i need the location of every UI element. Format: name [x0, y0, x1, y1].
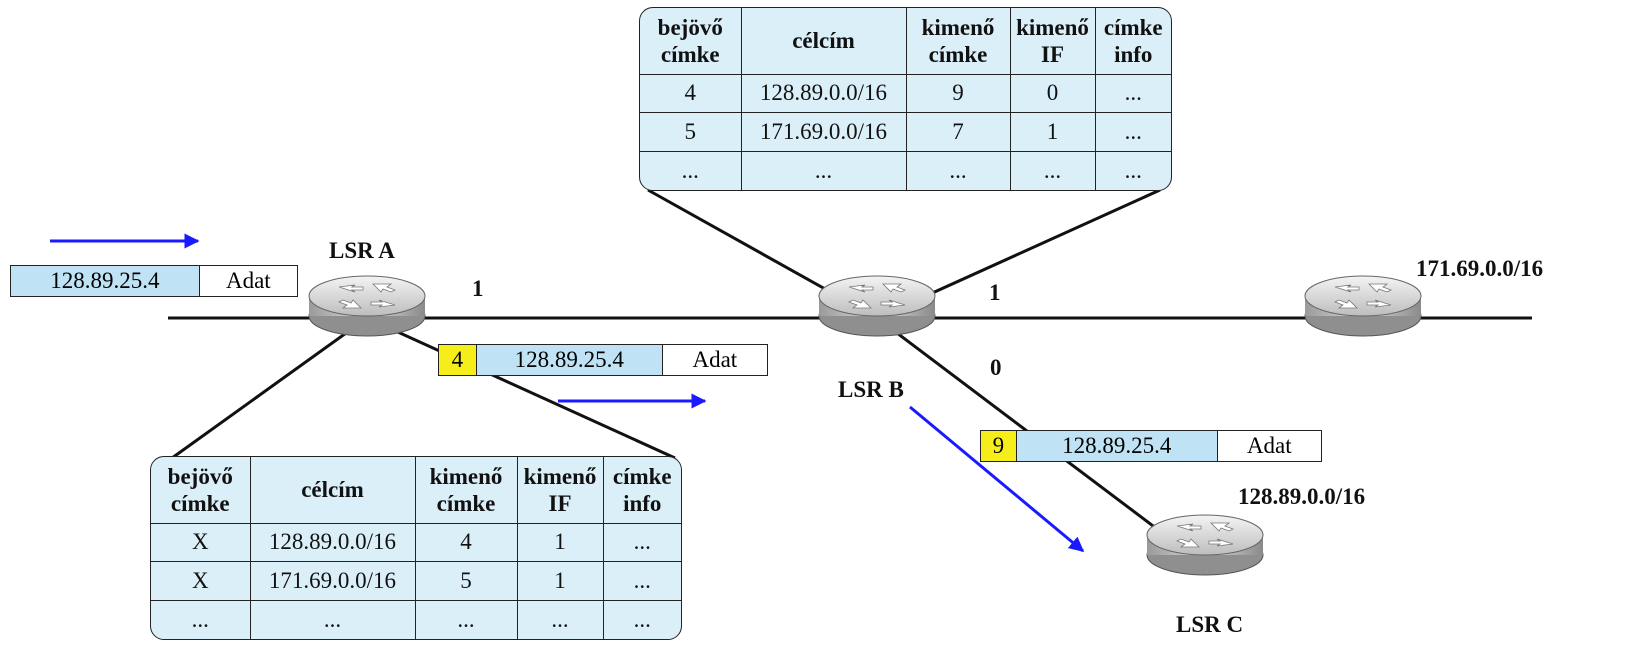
- table-cell: ...: [1009, 151, 1096, 190]
- table-row: ... ... ... ... ...: [640, 151, 1171, 190]
- a-table-callout-left: [171, 316, 368, 460]
- table-cell: ...: [602, 561, 681, 602]
- table-row: X 171.69.0.0/16 5 1 ...: [151, 561, 681, 602]
- packet-address: 128.89.25.4: [1016, 431, 1218, 461]
- lsr-b-down-interface-label: 0: [990, 355, 1002, 380]
- b-to-c-arrow: [909, 405, 1085, 553]
- lsr-a-label: LSR A: [329, 238, 395, 263]
- table-cell: X: [151, 522, 251, 563]
- network-171-label: 171.69.0.0/16: [1416, 256, 1544, 281]
- table-cell: ...: [249, 600, 416, 639]
- packet-data: Adat: [1217, 431, 1321, 461]
- incoming-packet: 128.89.25.4 Adat: [10, 265, 298, 297]
- a-table-callout-right: [366, 316, 676, 460]
- router-icon: [1146, 514, 1264, 576]
- table-row: 4 128.89.0.0/16 9 0 ...: [640, 73, 1171, 114]
- table-cell: ...: [640, 151, 742, 190]
- router-icon: [1304, 275, 1422, 337]
- table-cell: 5: [414, 561, 518, 602]
- table-cell: 1: [1009, 112, 1096, 153]
- table-cell: ...: [602, 522, 681, 563]
- table-cell: 4: [414, 522, 518, 563]
- network-128-label: 128.89.0.0/16: [1238, 484, 1366, 509]
- table-cell: 128.89.0.0/16: [740, 73, 907, 114]
- packet-data: Adat: [662, 345, 767, 375]
- table-cell: X: [151, 561, 251, 602]
- header-destination: célcím: [249, 457, 416, 524]
- lsr-b-right-interface-label: 1: [989, 280, 1001, 305]
- packet-data: Adat: [199, 266, 297, 296]
- table-cell: 1: [516, 522, 604, 563]
- b-to-c-packet: 9 128.89.25.4 Adat: [980, 430, 1322, 462]
- table-cell: 0: [1009, 73, 1096, 114]
- a-to-b-packet: 4 128.89.25.4 Adat: [438, 344, 768, 376]
- lsr-c-label: LSR C: [1176, 612, 1244, 637]
- header-destination: célcím: [740, 8, 907, 75]
- table-cell: 171.69.0.0/16: [740, 112, 907, 153]
- table-cell: 5: [640, 112, 742, 153]
- packet-label: 9: [981, 431, 1017, 461]
- table-cell: 128.89.0.0/16: [249, 522, 416, 563]
- table-row: X 128.89.0.0/16 4 1 ...: [151, 522, 681, 563]
- lsr-a-interface-label: 1: [472, 276, 484, 301]
- router-icon: [308, 275, 426, 337]
- table-cell: ...: [151, 600, 251, 639]
- table-cell: 1: [516, 561, 604, 602]
- table-cell: ...: [740, 151, 907, 190]
- packet-label: 4: [439, 345, 477, 375]
- table-row: 5 171.69.0.0/16 7 1 ...: [640, 112, 1171, 153]
- table-cell: ...: [1094, 151, 1171, 190]
- table-cell: ...: [602, 600, 681, 639]
- table-cell: 4: [640, 73, 742, 114]
- router-icon: [818, 275, 936, 337]
- table-cell: ...: [1094, 112, 1171, 153]
- table-cell: ...: [905, 151, 1011, 190]
- packet-address: 128.89.25.4: [11, 266, 200, 296]
- table-cell: ...: [516, 600, 604, 639]
- table-row: ... ... ... ... ...: [151, 600, 681, 639]
- table-cell: 9: [905, 73, 1011, 114]
- table-cell: ...: [414, 600, 518, 639]
- lsr-b-label: LSR B: [838, 377, 904, 402]
- table-cell: 171.69.0.0/16: [249, 561, 416, 602]
- packet-address: 128.89.25.4: [476, 345, 663, 375]
- table-cell: ...: [1094, 73, 1171, 114]
- table-cell: 7: [905, 112, 1011, 153]
